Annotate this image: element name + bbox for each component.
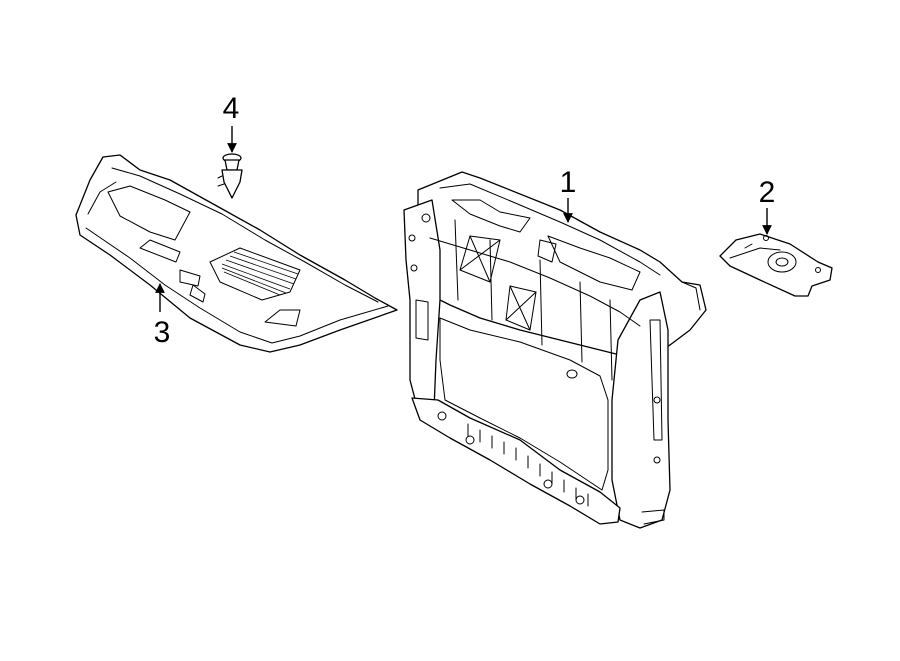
callout-1-label: 1 bbox=[560, 166, 577, 199]
callout-2: 2 bbox=[759, 176, 776, 235]
part-2-bracket[interactable] bbox=[719, 233, 833, 297]
callout-4: 4 bbox=[223, 92, 240, 153]
part-4-push-clip[interactable] bbox=[217, 153, 243, 199]
part-3-deflector-cover[interactable] bbox=[75, 154, 398, 353]
part-1-radiator-support[interactable] bbox=[403, 171, 707, 529]
callout-4-label: 4 bbox=[223, 92, 240, 125]
callout-1: 1 bbox=[560, 166, 577, 223]
callout-3: 3 bbox=[154, 283, 171, 349]
callout-2-label: 2 bbox=[759, 176, 776, 209]
callout-3-label: 3 bbox=[154, 316, 171, 349]
